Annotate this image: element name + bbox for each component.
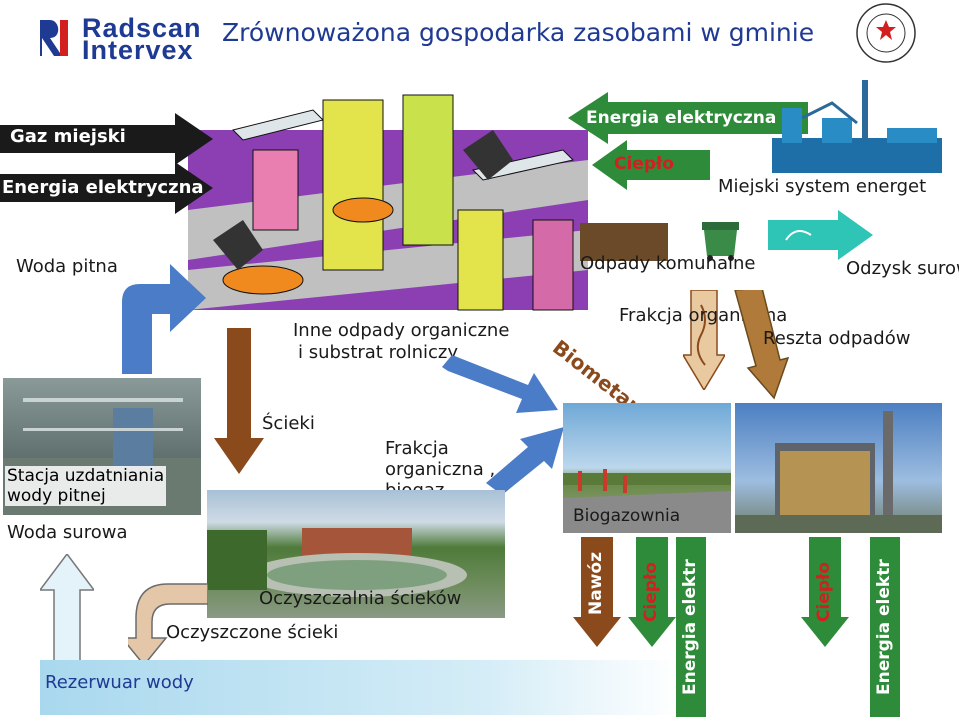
heat-output-label: Ciepło <box>614 154 674 174</box>
sewage-label: Ścieki <box>262 413 315 434</box>
biogas-plant-photo: Biogazownia <box>563 403 731 533</box>
water-treatment-photo: Stacja uzdatniania wody pitnej <box>3 378 201 515</box>
raw-water-arrow <box>38 552 96 665</box>
bin-icon <box>702 222 739 261</box>
seal-icon <box>856 3 916 63</box>
logo-text-intervex: Intervex <box>82 35 194 65</box>
compost-image <box>580 223 668 261</box>
heat-output-arrow: Ciepło <box>592 140 710 190</box>
incinerator-electricity-label: Energia elektr <box>874 559 894 695</box>
treated-sewage-arrow <box>120 580 209 667</box>
residual-waste-label: Reszta odpadów <box>763 328 911 349</box>
sewage-arrow <box>214 328 264 474</box>
organic-biogas-arrow <box>486 425 566 495</box>
energy-system-label: Miejski system energet <box>718 176 927 197</box>
other-organic-label-2: i substrat rolniczy <box>298 342 459 363</box>
gas-label: Gaz miejski <box>10 126 126 147</box>
fertilizer-label: Nawóz <box>586 552 606 615</box>
raw-water-label: Woda surowa <box>7 522 128 543</box>
raw-recovery-arrow <box>768 210 873 260</box>
association-seal <box>855 2 917 64</box>
biogas-heat-arrow: Ciepło <box>628 537 676 647</box>
biogas-electricity-arrow: Energia elektr <box>672 537 710 717</box>
incinerator-heat-arrow: Ciepło <box>801 537 849 647</box>
power-plant-icon <box>772 80 942 173</box>
treated-sewage-label: Oczyszczone ścieki <box>166 622 339 643</box>
biogas-plant-label: Biogazownia <box>573 506 681 526</box>
electricity-input-arrow: Energia elektryczna <box>0 162 215 214</box>
logo-text-radscan: Radscan <box>82 13 202 43</box>
biogas-electricity-label: Energia elektr <box>680 559 700 695</box>
wwtp-photo: Oczyszczalnia ścieków <box>207 490 505 618</box>
organic-to-biogas-arrow <box>440 355 560 420</box>
water-reservoir: Rezerwuar wody <box>40 660 680 715</box>
incinerator-heat-label: Ciepło <box>814 562 834 622</box>
electricity-input-label: Energia elektryczna <box>2 177 204 198</box>
logo-mark-icon <box>40 20 68 56</box>
incinerator-photo <box>735 403 942 533</box>
drinking-water-label: Woda pitna <box>16 256 118 277</box>
waste-bin-image <box>698 220 743 262</box>
drinking-water-arrow <box>100 262 208 374</box>
electricity-output-arrow: Energia elektryczna <box>568 92 808 144</box>
organic-fraction-arrow <box>681 289 727 392</box>
company-logo: Radscan Intervex <box>38 13 218 65</box>
raw-recovery-label: Odzysk surowców <box>846 258 959 279</box>
biogas-heat-label: Ciepło <box>641 562 661 622</box>
reservoir-label: Rezerwuar wody <box>45 672 194 693</box>
incinerator-electricity-arrow: Energia elektr <box>866 537 904 717</box>
residual-waste-arrow <box>730 287 790 400</box>
fertilizer-arrow: Nawóz <box>573 537 621 647</box>
wwtp-label: Oczyszczalnia ścieków <box>259 588 462 609</box>
page-title: Zrównoważona gospodarka zasobami w gmini… <box>222 18 815 47</box>
electricity-output-label: Energia elektryczna <box>586 108 777 128</box>
power-plant-illustration <box>762 78 952 178</box>
other-organic-label-1: Inne odpady organiczne <box>293 320 510 341</box>
gas-input-arrow: Gaz miejski <box>0 113 215 165</box>
municipal-waste-label-1: Odpady komunalne <box>580 253 756 274</box>
city-clipart-icon <box>188 94 588 311</box>
treatment-station-label: Stacja uzdatniania wody pitnej <box>5 466 167 506</box>
city-illustration <box>173 90 603 315</box>
